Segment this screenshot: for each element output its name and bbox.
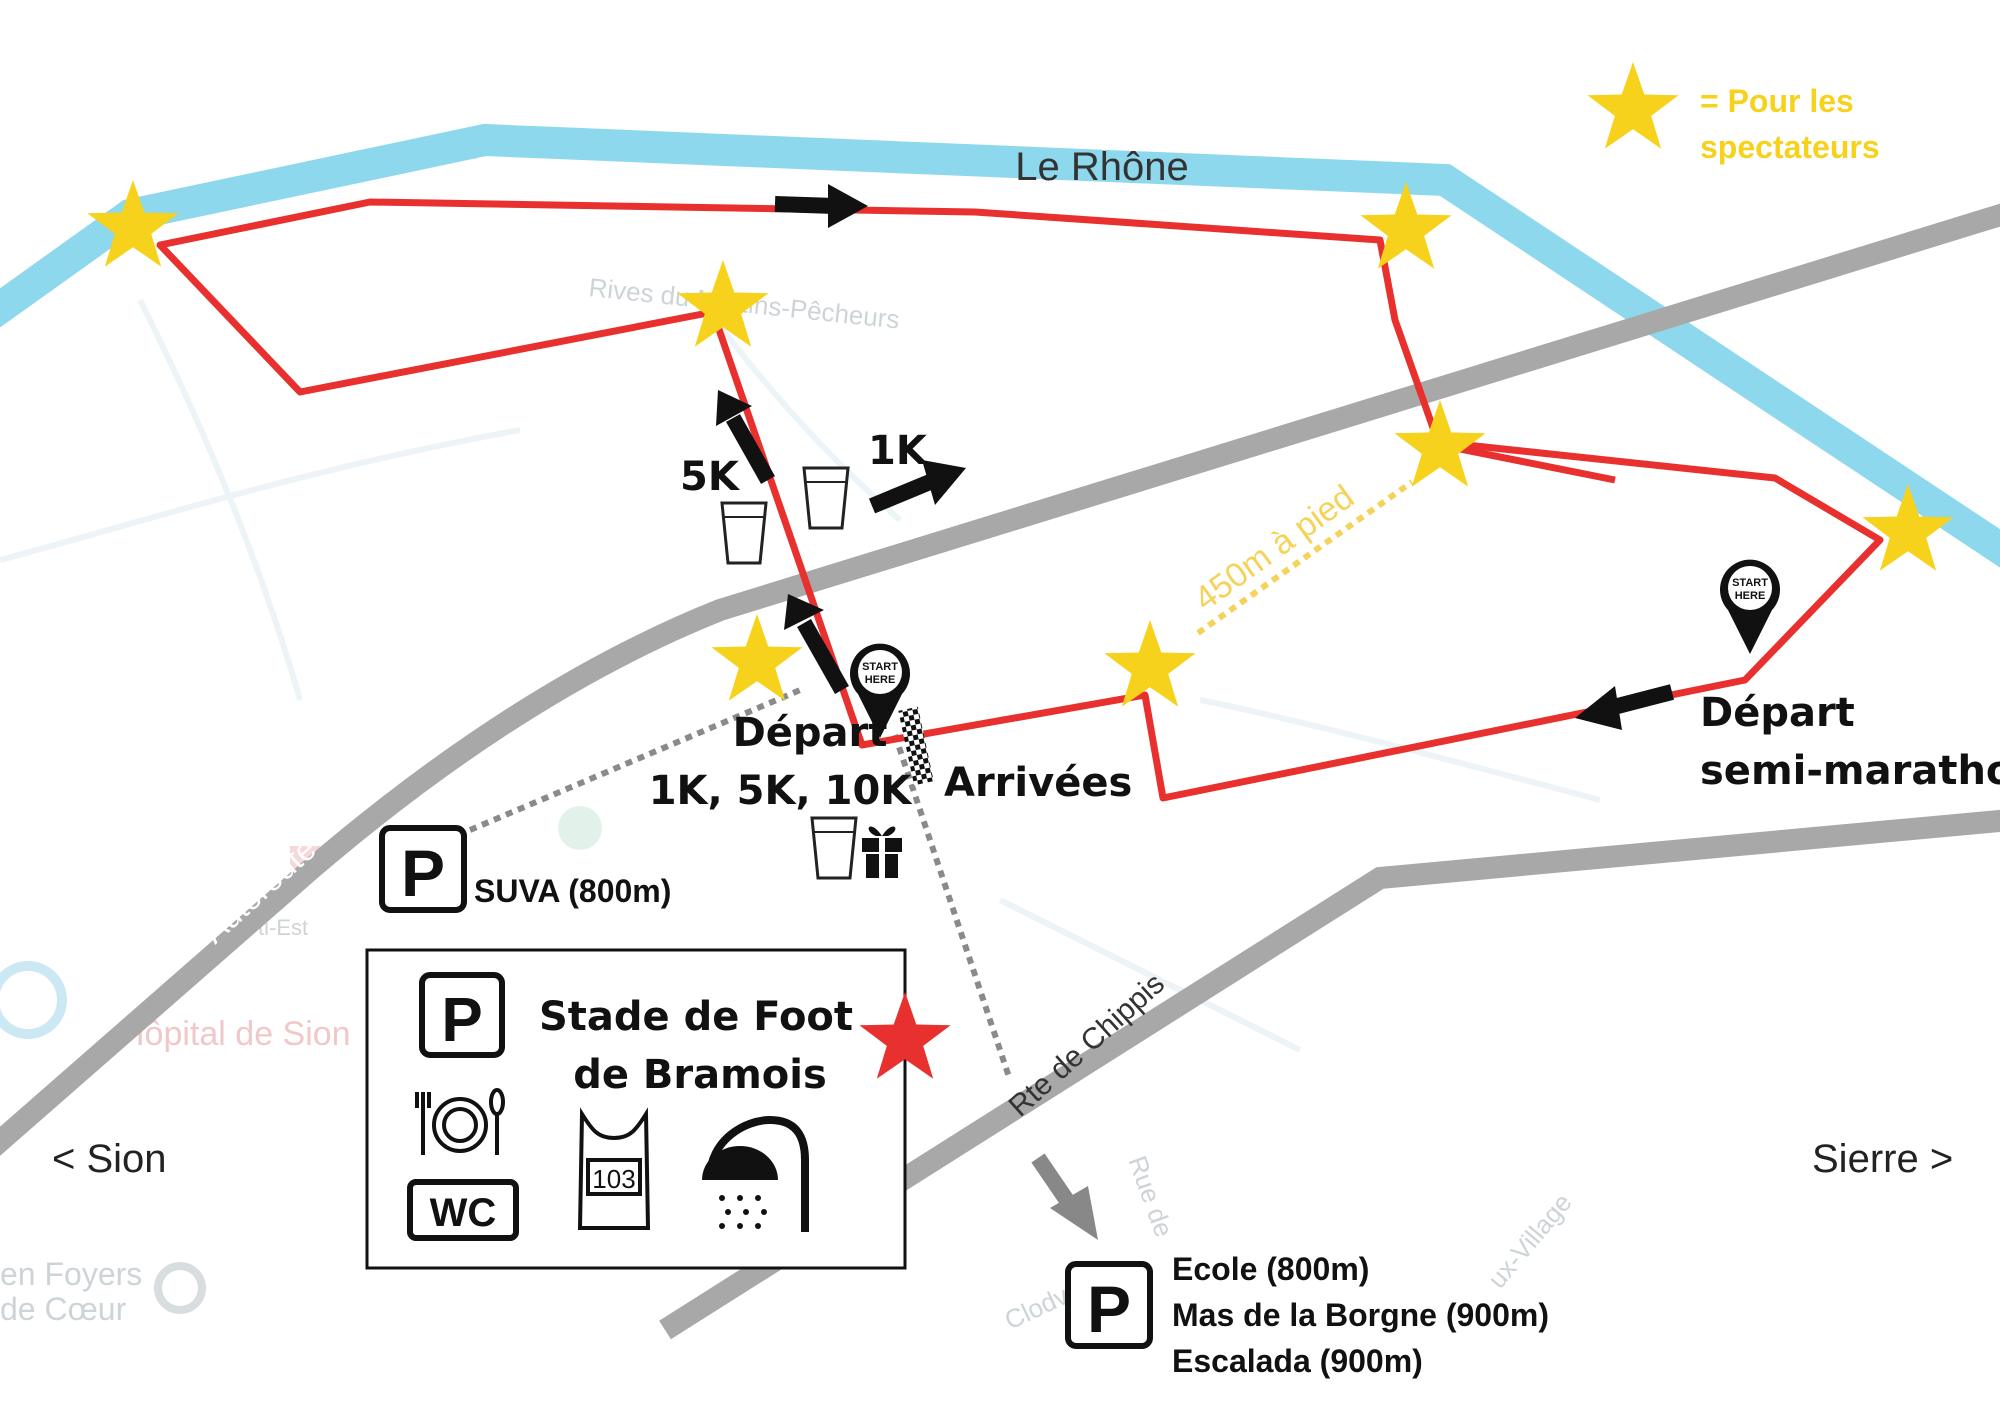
- river-label: Le Rhône: [1015, 145, 1188, 189]
- direction-arrows: [716, 184, 1674, 1240]
- legend-line-2: spectateurs: [1700, 129, 1880, 165]
- walk-path-450m: [1196, 479, 1414, 636]
- street-label-foyers: en Foyers: [0, 1256, 142, 1292]
- arrow-1k: [868, 460, 966, 514]
- finish-flag-icon: [898, 706, 934, 786]
- legend-star-icon: [1587, 62, 1679, 149]
- parking-suva-label: SUVA (800m): [474, 873, 671, 909]
- svg-text:START: START: [862, 661, 898, 673]
- water-cup-icon: [810, 816, 858, 880]
- restaurant-icon: [415, 1088, 505, 1155]
- depart-label-line-1: Départ: [733, 710, 888, 756]
- start-here-marker: START HERE: [850, 643, 910, 738]
- stadium-name-line-1: Stade de Foot: [539, 994, 853, 1040]
- parking-icon: [419, 972, 505, 1058]
- access-paths: [468, 685, 1013, 1081]
- parking-list-item: Escalada (900m): [1172, 1343, 1423, 1379]
- wc-icon: [407, 1179, 519, 1241]
- arrow-depart: [784, 594, 849, 694]
- svg-text:START: START: [1732, 577, 1768, 589]
- gift-icon: [862, 826, 902, 878]
- route-de-chippis-label: Rte de Chippis: [1003, 967, 1171, 1123]
- parking-icon: [1065, 1261, 1153, 1349]
- star-icon: [1104, 620, 1196, 707]
- stadium-name-line-2: de Bramois: [573, 1052, 827, 1098]
- arrow-east-top: [774, 184, 868, 228]
- path-to-suva: [468, 685, 807, 833]
- arrivees-label: Arrivées: [944, 760, 1132, 806]
- depart-semi-line-2: semi-marathon: [1700, 748, 2000, 794]
- star-icon: [1394, 400, 1486, 487]
- walk-distance-label: 450m à pied: [1187, 478, 1361, 619]
- water-cup-icon: [802, 466, 850, 530]
- distance-label-5k: 5K: [680, 454, 741, 500]
- svg-text:HERE: HERE: [1735, 590, 1766, 602]
- map-poi-icons: [0, 806, 602, 1314]
- arrow-to-school-parking: [1031, 1153, 1098, 1240]
- parking-list-item: Mas de la Borgne (900m): [1172, 1297, 1549, 1333]
- race-bib-icon: [577, 1107, 651, 1230]
- faded-street-labels: Rives du Martins-Pêcheurs Hôpital de Sio…: [0, 272, 1578, 1335]
- street-label-village: ux-Village: [1482, 1187, 1578, 1293]
- river-rhone: [0, 123, 2000, 568]
- direction-sierre: Sierre >: [1812, 1137, 1953, 1181]
- map-background: [0, 298, 1601, 1053]
- street-label-rue: Rue de: [1122, 1152, 1179, 1241]
- path-to-school-parking: [892, 734, 1013, 1081]
- route-east-loop: [1439, 441, 1616, 484]
- svg-text:P: P: [401, 836, 445, 910]
- depart-semi-line-1: Départ: [1700, 690, 1855, 736]
- direction-sion: < Sion: [52, 1137, 167, 1181]
- stadium-info-box: P Stade de Foot de Bramois WC 103: [365, 948, 951, 1270]
- parking-school: P Ecole (800m) Mas de la Borgne (900m) E…: [1065, 1251, 1549, 1379]
- shower-icon: [702, 1115, 809, 1232]
- water-cup-icon: [720, 501, 768, 565]
- distance-label-1k: 1K: [868, 428, 929, 474]
- arrow-5k: [716, 390, 775, 484]
- depart-label-line-2: 1K, 5K, 10K: [649, 768, 914, 814]
- street-label-clod: Clodv: [1000, 1280, 1073, 1335]
- parking-suva: P SUVA (800m): [379, 825, 671, 913]
- arrow-semi-start: [1575, 684, 1674, 730]
- svg-text:WC: WC: [430, 1191, 497, 1235]
- legend-line-1: = Pour les: [1700, 83, 1854, 119]
- parking-icon: [379, 825, 467, 913]
- svg-text:HERE: HERE: [865, 674, 896, 686]
- autoroute-road: [0, 203, 2000, 1156]
- parking-list-item: Ecole (800m): [1172, 1251, 1369, 1287]
- svg-text:P: P: [1087, 1272, 1131, 1346]
- start-here-marker-semi: START HERE: [1720, 559, 1780, 654]
- street-label-coeur: de Cœur: [0, 1291, 127, 1327]
- street-label-hopital: Hôpital de Sion: [120, 1015, 351, 1053]
- svg-text:P: P: [441, 986, 482, 1055]
- svg-text:103: 103: [592, 1164, 635, 1194]
